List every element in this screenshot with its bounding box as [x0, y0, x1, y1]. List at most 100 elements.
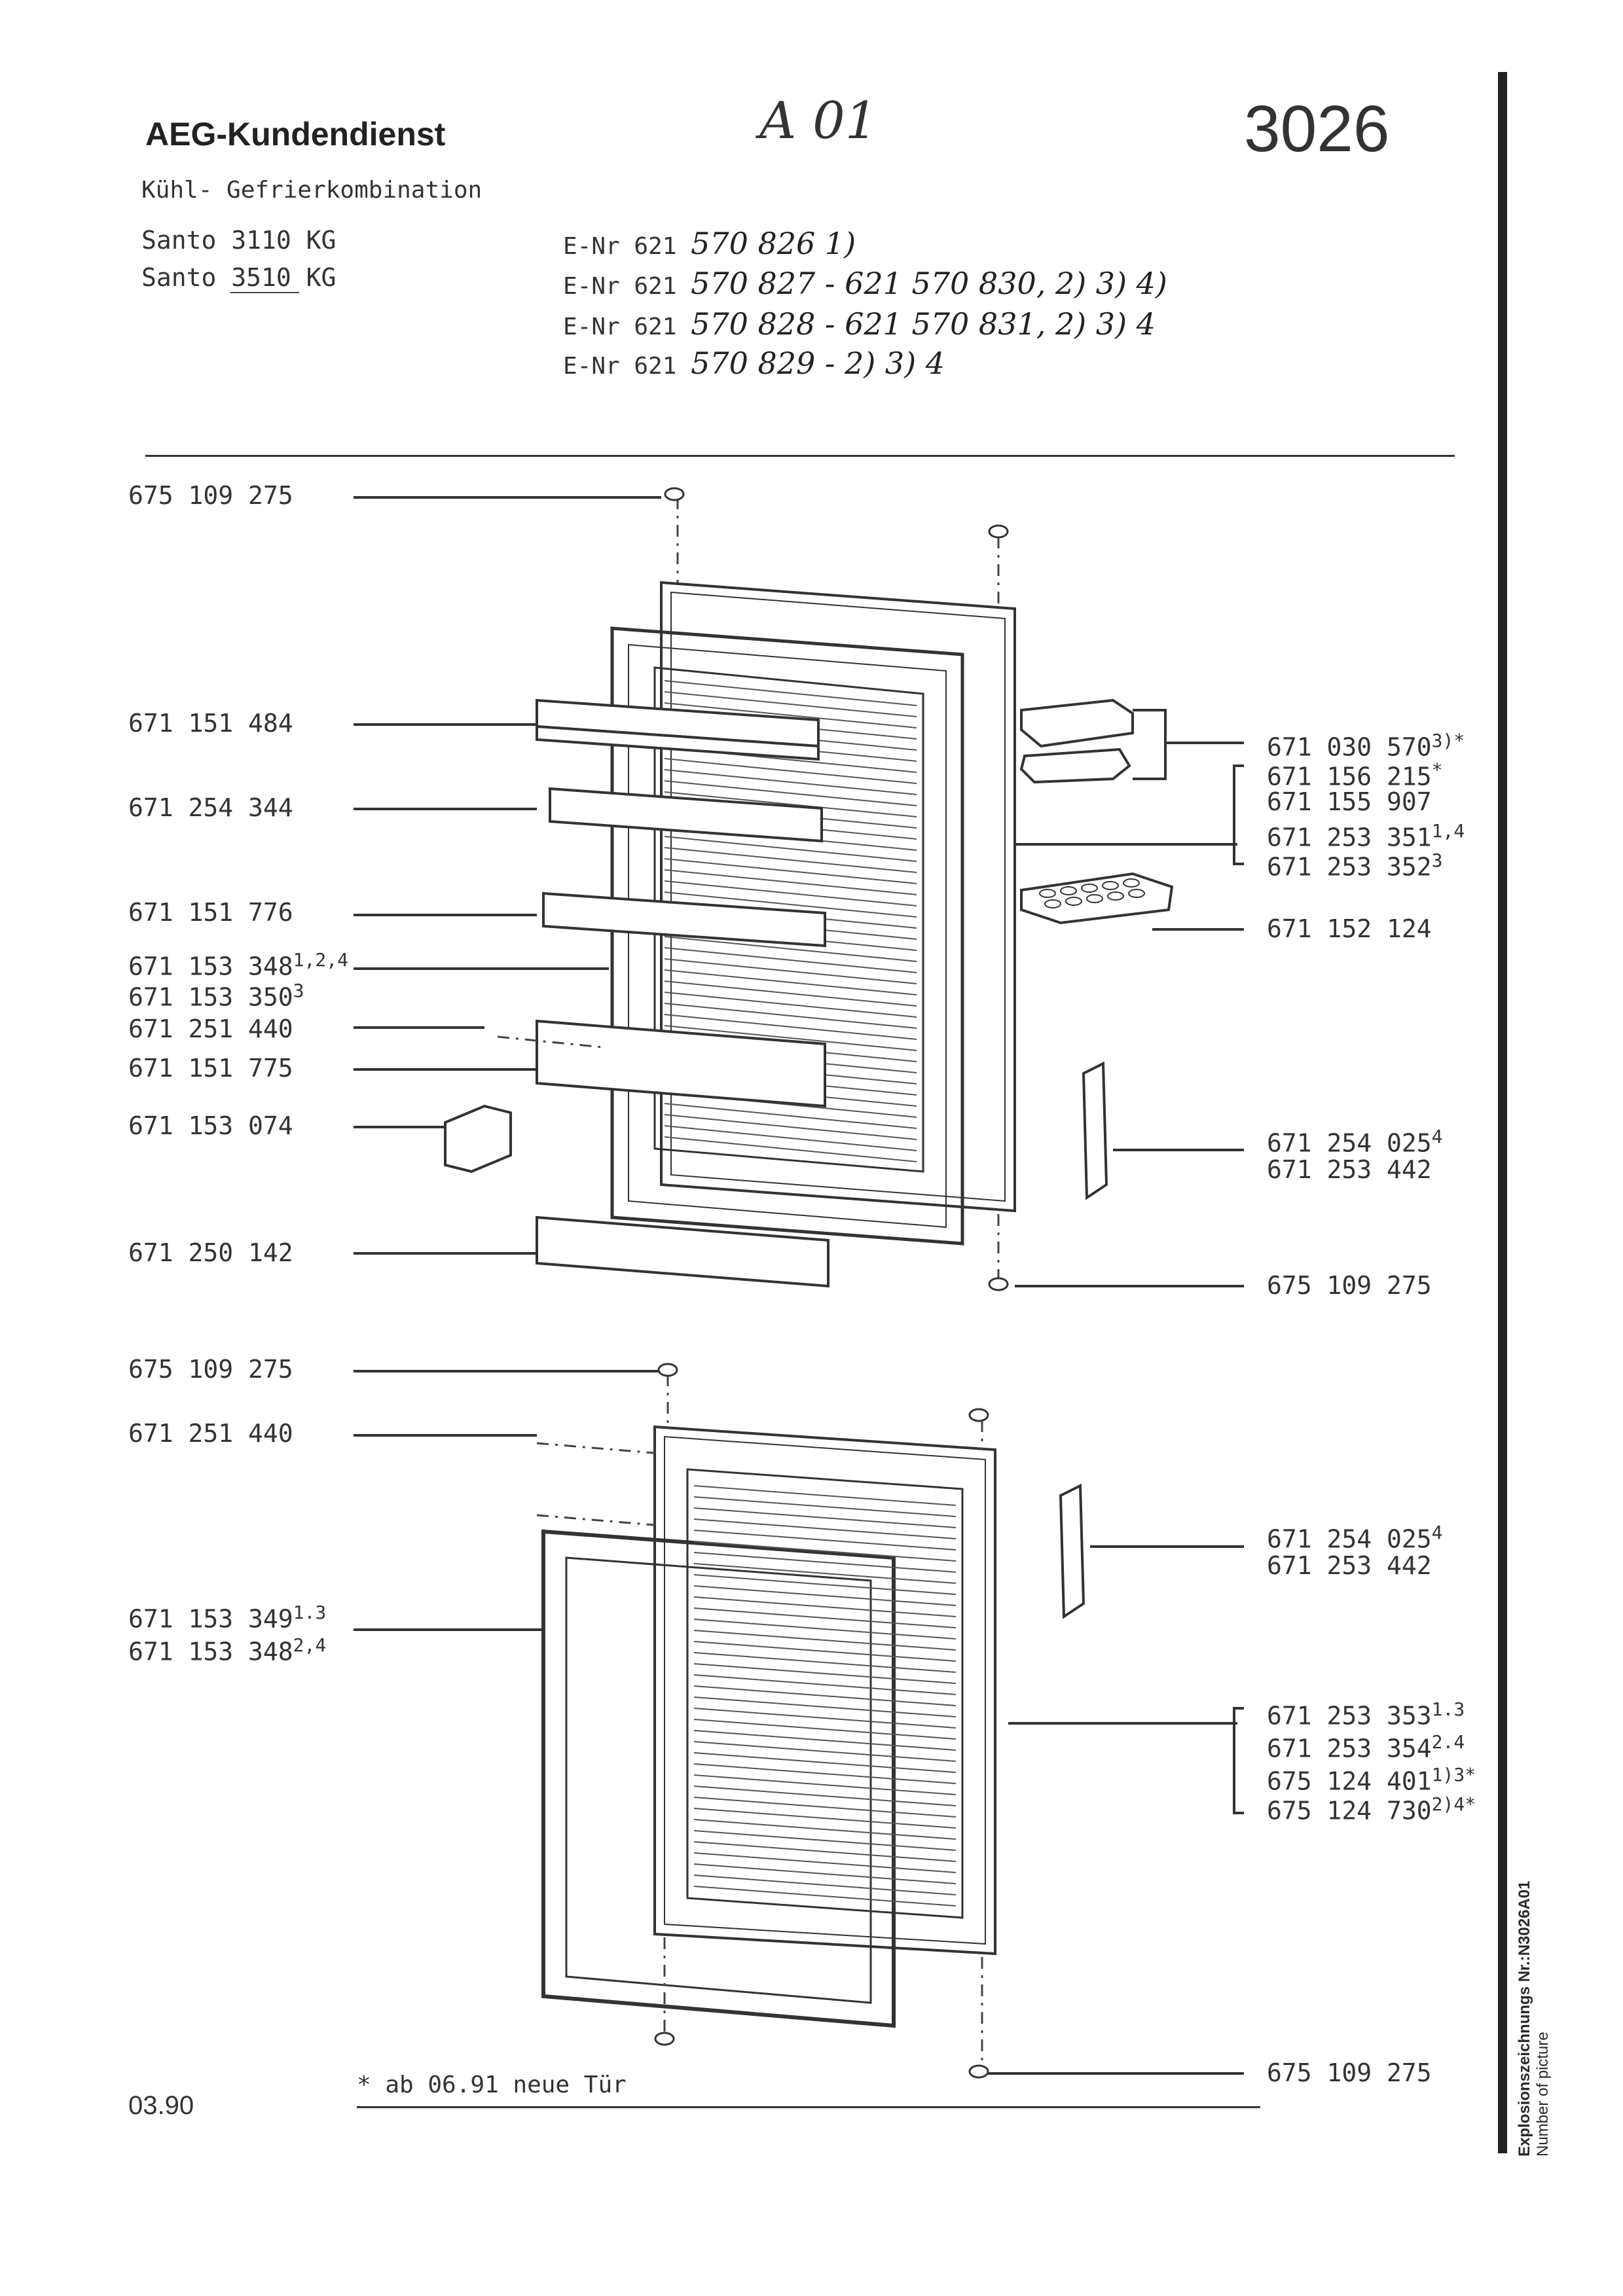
door-rib	[693, 1630, 957, 1651]
door-rib	[693, 1841, 957, 1862]
part-label: 671 151 484	[128, 709, 293, 738]
door-rib	[664, 891, 917, 918]
door-rib	[693, 1685, 957, 1706]
part-label: 671 152 124	[1267, 914, 1432, 943]
part-label: 671 151 775	[128, 1054, 293, 1083]
door-rib	[664, 769, 917, 795]
lower-door-frame	[653, 1425, 996, 1956]
part-label: 671 253 3531.3	[1267, 1698, 1465, 1731]
enr-line-1: E-Nr 621 570 826 1)	[563, 226, 856, 261]
door-rib	[693, 1574, 957, 1595]
hinge-pin	[968, 1408, 989, 1422]
part-label: 671 153 3481,2,4	[128, 949, 348, 981]
door-rib	[693, 1763, 957, 1784]
shelf-3	[542, 891, 826, 948]
model-underline	[230, 292, 299, 293]
egg-cell	[1081, 884, 1098, 893]
egg-cell	[1123, 878, 1140, 888]
leader-bracket	[1233, 764, 1244, 865]
door-rib	[693, 1730, 957, 1751]
hinge-pin	[664, 487, 685, 501]
egg-cell	[1044, 899, 1061, 908]
part-label: 671 151 776	[128, 898, 293, 927]
part-label: 671 253 3523	[1267, 850, 1443, 882]
lower-door-ribs	[693, 1485, 957, 1907]
door-rib	[693, 1708, 957, 1729]
egg-cell	[1065, 897, 1082, 906]
door-rib	[693, 1785, 957, 1806]
door-rib	[693, 1619, 957, 1640]
leader-bracket	[1233, 1707, 1244, 1814]
part-label: 671 253 442	[1267, 1155, 1432, 1184]
part-label: 671 030 5703)*	[1267, 730, 1465, 762]
part-label: 675 109 275	[1267, 2058, 1432, 2087]
door-rib	[693, 1563, 957, 1584]
egg-cell	[1039, 889, 1056, 898]
lower-door-gasket	[541, 1529, 896, 2028]
door-rib	[664, 1103, 917, 1129]
door-rib	[693, 1863, 957, 1884]
door-rib	[693, 1585, 957, 1606]
part-label: 675 124 4011)3*	[1267, 1764, 1476, 1796]
hinge-pin	[988, 1277, 1009, 1291]
part-label: 671 253 3511,4	[1267, 820, 1465, 852]
side-bar	[1498, 72, 1507, 2153]
door-rib	[664, 880, 917, 906]
shelf-4	[536, 1019, 826, 1108]
hinge-lower	[1059, 1483, 1085, 1619]
part-label: 671 153 3482,4	[128, 1634, 327, 1666]
sheet-code: A 01	[759, 92, 878, 151]
door-rib	[693, 1696, 957, 1717]
product-type: Kühl- Gefrierkombination	[141, 177, 483, 204]
door-rib	[693, 1596, 957, 1617]
egg-tray	[1020, 872, 1174, 925]
enr-line-3: E-Nr 621 570 828 - 621 570 831, 2) 3) 4	[563, 306, 1156, 342]
enr-line-2: E-Nr 621 570 827 - 621 570 830, 2) 3) 4)	[563, 266, 1167, 301]
door-rib	[693, 1830, 957, 1851]
picture-number: Explosionszeichnungs Nr.:N3026A01	[1516, 1880, 1533, 2157]
small-box	[444, 1104, 512, 1174]
door-rib	[664, 947, 917, 973]
part-label: 671 153 3491.3	[128, 1602, 327, 1634]
door-rib	[664, 1125, 917, 1151]
door-rib	[693, 1541, 957, 1562]
drawing-number: 3026	[1244, 92, 1390, 166]
door-rib	[693, 1552, 957, 1573]
butter-dish	[1019, 747, 1131, 784]
door-rib	[664, 702, 917, 728]
footer-note: * ab 06.91 neue Tür	[357, 2072, 627, 2098]
egg-cell	[1060, 886, 1077, 895]
model-1: Santo 3110 KG	[141, 226, 337, 255]
door-rib	[693, 1530, 957, 1551]
header-rule	[145, 455, 1455, 457]
leader-bracket	[1133, 709, 1167, 780]
door-rib	[693, 1774, 957, 1795]
part-label: 671 153 074	[128, 1111, 293, 1140]
part-label: 671 251 440	[128, 1419, 293, 1448]
door-rib	[693, 1518, 957, 1539]
model-2: Santo 3510 KG	[141, 263, 337, 292]
door-rib	[664, 992, 917, 1018]
part-label: 671 155 907	[1267, 787, 1432, 816]
door-rib	[664, 1114, 917, 1140]
door-rib	[693, 1719, 957, 1740]
door-rib	[664, 691, 917, 717]
door-rib	[693, 1641, 957, 1662]
enr-line-4: E-Nr 621 570 829 - 2) 3) 4	[563, 346, 945, 381]
door-rib	[693, 1507, 957, 1528]
part-label: 671 254 0254	[1267, 1522, 1443, 1554]
part-label: 671 253 442	[1267, 1551, 1432, 1580]
shelf-2	[549, 787, 823, 843]
door-rib	[693, 1874, 957, 1895]
part-label: 675 109 275	[1267, 1271, 1432, 1300]
upper-door-frame	[660, 581, 1016, 1213]
door-rib	[693, 1607, 957, 1628]
part-label: 671 156 215*	[1267, 759, 1443, 791]
door-rib	[664, 780, 917, 806]
butter-cover	[1020, 698, 1134, 748]
door-rib	[693, 1663, 957, 1684]
door-rib	[664, 969, 917, 996]
hinge-upper	[1082, 1061, 1108, 1200]
brand-title: AEG-Kundendienst	[145, 116, 446, 152]
